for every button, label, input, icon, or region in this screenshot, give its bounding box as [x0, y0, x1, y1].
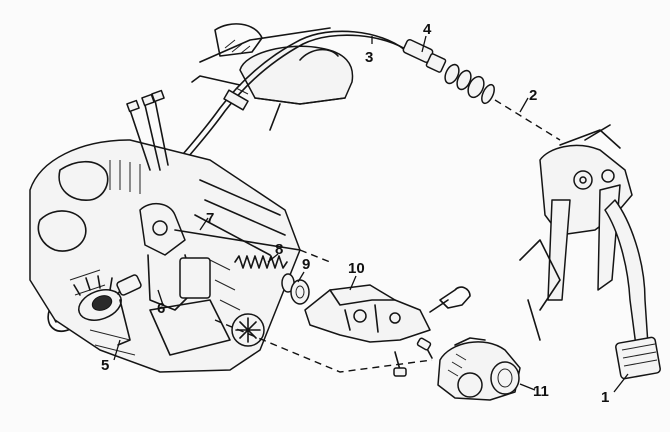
callout-4: 4 — [423, 21, 432, 38]
callout-9: 9 — [302, 256, 311, 273]
callout-10: 10 — [348, 260, 365, 277]
callout-7: 7 — [206, 210, 215, 227]
callout-1: 1 — [601, 389, 610, 406]
pedal-box — [519, 124, 661, 380]
callout-8: 8 — [275, 241, 284, 258]
callout-leaders — [113, 35, 629, 393]
washer — [281, 273, 310, 305]
callout-3: 3 — [365, 49, 374, 66]
gearbox-housing — [29, 89, 301, 373]
assembly-line-lower — [214, 319, 433, 373]
cable-adjuster — [402, 38, 495, 105]
mounting-bracket — [304, 284, 471, 343]
return-spring — [234, 255, 288, 269]
assembly-line-rod — [299, 249, 331, 263]
release-bearing — [73, 274, 142, 346]
callout-5: 5 — [101, 357, 110, 374]
pedal-rod-axis — [494, 99, 561, 141]
slave-cylinder — [437, 337, 521, 401]
callout-6: 6 — [157, 300, 166, 317]
callout-11: 11 — [533, 383, 549, 400]
callout-2: 2 — [529, 87, 538, 104]
fastener-bolts — [393, 337, 433, 377]
